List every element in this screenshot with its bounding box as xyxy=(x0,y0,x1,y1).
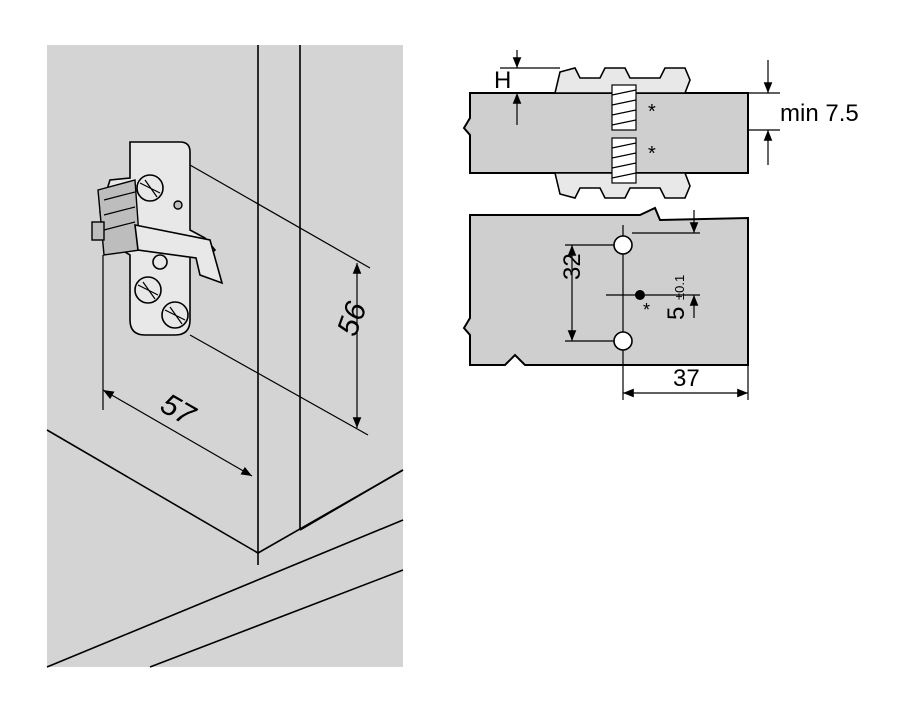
screw-top-icon xyxy=(136,174,164,202)
asterisk-top: * xyxy=(648,101,656,123)
bottom-front-edge-b xyxy=(299,469,404,531)
dim-56-extension-top xyxy=(189,164,371,269)
center-point-icon xyxy=(635,290,645,300)
plate-arm xyxy=(134,223,224,285)
section-panel xyxy=(462,92,749,174)
screw-section-top-icon xyxy=(611,84,637,131)
plate-lug xyxy=(91,221,105,241)
hole-bottom-icon xyxy=(613,331,633,351)
plate-small-hole xyxy=(173,200,183,210)
dim-5-tolerance: ±0.1 xyxy=(672,275,687,300)
cabinet-isometric-view: 57 56 xyxy=(46,45,404,668)
top-clip xyxy=(553,67,691,94)
dim-h-label: H xyxy=(494,67,511,94)
bottom-back-edge xyxy=(46,429,259,554)
screw-section-bottom-icon xyxy=(611,137,637,184)
cabinet-side-panel xyxy=(47,45,403,667)
drilling-plan-view: * 32 5 ±0.1 37 xyxy=(462,206,749,400)
dim-min-label: min 7.5 xyxy=(780,100,859,127)
screw-bottom-right-icon xyxy=(161,301,189,329)
dim-37-label: 37 xyxy=(673,365,700,392)
cross-section-view: * * H min 7.5 xyxy=(462,50,859,199)
bottom-floor-edge-2 xyxy=(149,569,404,668)
asterisk-middle: * xyxy=(648,143,656,165)
screw-bottom-left-icon xyxy=(134,276,162,304)
dim-57-arrow xyxy=(102,389,253,477)
plan-panel xyxy=(462,206,749,366)
bottom-floor-edge xyxy=(46,519,404,668)
dim-5-label: 5 xyxy=(663,307,690,320)
plate-hole xyxy=(152,254,168,270)
mounting-plate xyxy=(91,141,224,336)
asterisk-plan: * xyxy=(643,300,650,320)
dim-56-extension-bottom xyxy=(189,334,369,436)
dim-32-label: 32 xyxy=(559,253,586,280)
plate-clip xyxy=(97,179,141,256)
hole-top-icon xyxy=(613,235,633,255)
bottom-clip xyxy=(553,172,691,199)
